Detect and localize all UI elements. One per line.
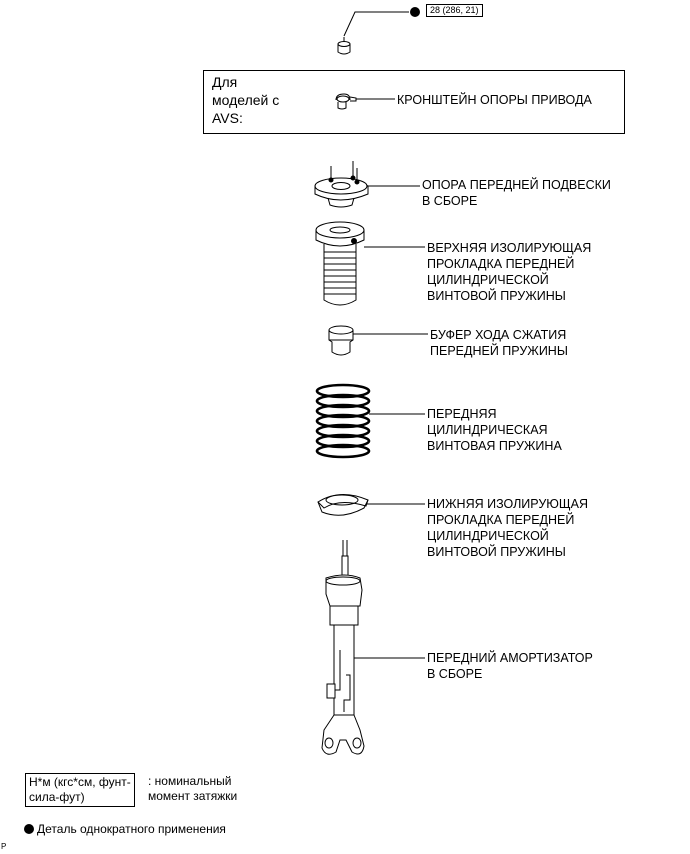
avs-condition-line: моделей с bbox=[212, 92, 280, 108]
torque-spec-value: 28 (286, 21) bbox=[430, 5, 479, 15]
label-line: ВЕРХНЯЯ ИЗОЛИРУЮЩАЯ bbox=[427, 241, 592, 255]
avs-condition-line: Для bbox=[212, 74, 238, 90]
non-reusable-dot-icon bbox=[24, 824, 34, 834]
label-line: В СБОРЕ bbox=[427, 667, 483, 681]
label-line: ПЕРЕДНЕЙ ПРУЖИНЫ bbox=[430, 344, 568, 358]
avs-condition-line: AVS: bbox=[212, 110, 243, 126]
figure-code: P bbox=[1, 842, 7, 851]
label-line: ЦИЛИНДРИЧЕСКАЯ bbox=[427, 423, 548, 437]
coil-spring-label: ПЕРЕДНЯЯ ЦИЛИНДРИЧЕСКАЯ ВИНТОВАЯ ПРУЖИНА bbox=[427, 406, 562, 454]
bumper-label: БУФЕР ХОДА СЖАТИЯ ПЕРЕДНЕЙ ПРУЖИНЫ bbox=[430, 327, 568, 359]
non-reusable-bullet bbox=[410, 7, 420, 17]
nut-part bbox=[337, 37, 351, 55]
bracket-label: КРОНШТЕЙН ОПОРЫ ПРИВОДА bbox=[397, 93, 592, 107]
label-line: ПЕРЕДНЯЯ bbox=[427, 407, 497, 421]
upper-insulator-label: ВЕРХНЯЯ ИЗОЛИРУЮЩАЯ ПРОКЛАДКА ПЕРЕДНЕЙ Ц… bbox=[427, 240, 591, 304]
label-line: ПРОКЛАДКА ПЕРЕДНЕЙ bbox=[427, 257, 575, 271]
non-reusable-legend-text: Деталь однократного применения bbox=[37, 822, 226, 836]
label-line: БУФЕР ХОДА СЖАТИЯ bbox=[430, 328, 567, 342]
legend-line: сила-фут) bbox=[29, 790, 85, 804]
legend-line: Н*м (кгс*см, фунт- bbox=[29, 775, 131, 789]
avs-condition-text: Для моделей с AVS: bbox=[212, 73, 279, 127]
lower-insulator-part bbox=[317, 494, 369, 516]
lower-insulator-label: НИЖНЯЯ ИЗОЛИРУЮЩАЯ ПРОКЛАДКА ПЕРЕДНЕЙ ЦИ… bbox=[427, 496, 588, 560]
legend-line: момент затяжки bbox=[148, 789, 238, 803]
label-line: ЦИЛИНДРИЧЕСКОЙ bbox=[427, 529, 549, 543]
shock-absorber-part bbox=[321, 540, 365, 755]
label-line: В СБОРЕ bbox=[422, 194, 478, 208]
label-line: ПРОКЛАДКА ПЕРЕДНЕЙ bbox=[427, 513, 575, 527]
label-line: НИЖНЯЯ ИЗОЛИРУЮЩАЯ bbox=[427, 497, 588, 511]
bumper-part bbox=[328, 325, 354, 356]
shock-absorber-label: ПЕРЕДНИЙ АМОРТИЗАТОР В СБОРЕ bbox=[427, 650, 593, 682]
torque-spec-box: 28 (286, 21) bbox=[426, 4, 483, 17]
torque-leader-line bbox=[343, 11, 409, 37]
label-line: ВИНТОВАЯ ПРУЖИНА bbox=[427, 439, 562, 453]
torque-unit-legend-box: Н*м (кгс*см, фунт- сила-фут) bbox=[25, 773, 135, 807]
avs-models-box: Для моделей с AVS: КРОНШТЕЙН ОПОРЫ ПРИВО… bbox=[203, 70, 625, 134]
label-line: ВИНТОВОЙ ПРУЖИНЫ bbox=[427, 545, 566, 559]
label-line: ПЕРЕДНИЙ АМОРТИЗАТОР bbox=[427, 651, 593, 665]
upper-insulator-part bbox=[315, 221, 365, 306]
label-line: ЦИЛИНДРИЧЕСКОЙ bbox=[427, 273, 549, 287]
bracket-icon bbox=[335, 93, 395, 110]
coil-spring-part bbox=[315, 383, 371, 459]
label-line: ОПОРА ПЕРЕДНЕЙ ПОДВЕСКИ bbox=[422, 178, 611, 192]
label-line: ВИНТОВОЙ ПРУЖИНЫ bbox=[427, 289, 566, 303]
support-label: ОПОРА ПЕРЕДНЕЙ ПОДВЕСКИ В СБОРЕ bbox=[422, 177, 611, 209]
support-part bbox=[314, 161, 369, 208]
legend-line: : номинальный bbox=[148, 774, 232, 788]
non-reusable-legend: Деталь однократного применения bbox=[24, 822, 226, 836]
torque-unit-legend-desc: : номинальный момент затяжки bbox=[148, 774, 237, 804]
